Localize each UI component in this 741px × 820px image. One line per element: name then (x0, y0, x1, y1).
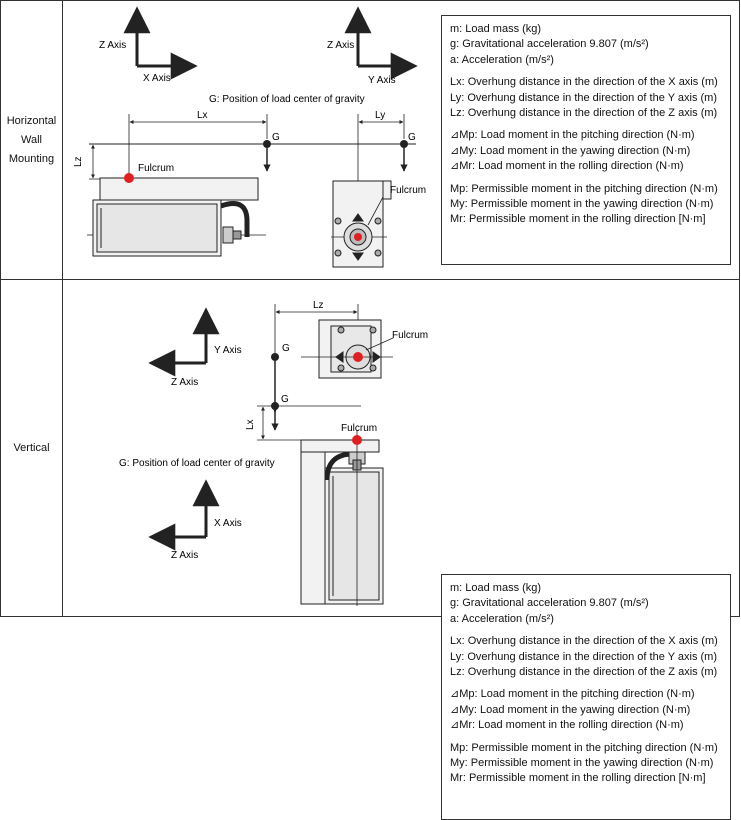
gravity-note: G: Position of load center of gravity (119, 458, 275, 469)
axis-triad-bottom: X Axis Z Axis (148, 479, 242, 561)
lz-dimension: Lz (73, 144, 129, 180)
legend-line: ⊿Mr: Load moment in the rolling directio… (450, 719, 684, 732)
row-vertical: Vertical Y Axis Z Axis (0, 279, 740, 820)
legend-line: Lz: Overhung distance in the direction o… (450, 666, 718, 679)
fulcrum-point (124, 173, 134, 183)
y-axis-label: Y Axis (368, 75, 396, 86)
legend-line: ⊿Mr: Load moment in the rolling directio… (450, 160, 684, 173)
ly-label: Ly (375, 110, 385, 121)
fulcrum-label: Fulcrum (392, 330, 428, 341)
z-axis-label: Z Axis (99, 40, 126, 51)
vertical-mounting-diagram: Y Axis Z Axis X Axis Z Axis G: Position … (119, 300, 428, 606)
z-axis-label: Z Axis (327, 40, 354, 51)
x-axis-label: X Axis (214, 518, 242, 529)
legend-line: g: Gravitational acceleration 9.807 (m/s… (450, 597, 649, 610)
y-axis-label: Y Axis (214, 345, 242, 356)
legend-line: Ly: Overhung distance in the direction o… (450, 91, 717, 104)
lx-label: Lx (245, 419, 256, 430)
load-center-g-y: G (400, 132, 416, 172)
legend-line: m: Load mass (kg) (450, 23, 542, 35)
lz-label: Lz (73, 156, 84, 167)
row-horizontal-wall-mounting: Horizontal Wall Mounting Z Axis X Axis (0, 0, 740, 280)
legend-line: Mp: Permissible moment in the pitching d… (450, 741, 718, 754)
horizontal-mounting-diagram: Z Axis X Axis Z Axis Y Axis G: Position … (73, 6, 426, 268)
axis-triad-right: Z Axis Y Axis (327, 6, 418, 86)
g-label: G (272, 132, 280, 143)
legend-line: ⊿My: Load moment in the yawing direction… (450, 144, 691, 157)
legend-line: Mr: Permissible moment in the rolling di… (450, 772, 706, 785)
legend-line: My: Permissible moment in the yawing dir… (450, 198, 714, 211)
row-label-line: Vertical (13, 441, 50, 454)
row-label-cell: Vertical (1, 280, 63, 616)
symbol-legend: m: Load mass (kg) g: Gravitational accel… (441, 15, 731, 265)
legend-line: Ly: Overhung distance in the direction o… (450, 650, 717, 663)
z-axis-label: Z Axis (171, 550, 198, 561)
row-label-line: Mounting (8, 152, 55, 165)
fulcrum-point (353, 352, 363, 362)
actuator-front-view (331, 180, 392, 268)
row-label-line: Horizontal (6, 114, 57, 127)
legend-line: Mp: Permissible moment in the pitching d… (450, 182, 718, 195)
legend-line: a: Acceleration (m/s²) (450, 612, 554, 625)
legend-line: Lx: Overhung distance in the direction o… (450, 76, 718, 89)
fulcrum-point (354, 233, 362, 241)
fulcrum-point (352, 435, 362, 445)
lz-label: Lz (313, 300, 324, 311)
actuator-top-view (301, 319, 394, 379)
legend-line: ⊿Mp: Load moment in the pitching directi… (450, 688, 695, 701)
symbol-legend: m: Load mass (kg) g: Gravitational accel… (441, 574, 731, 820)
actuator-vertical-side-view (300, 430, 384, 606)
load-center-g-x: G (271, 394, 289, 431)
axis-triad-top: Y Axis Z Axis (148, 307, 242, 388)
legend-line: m: Load mass (kg) (450, 582, 542, 594)
legend-line: a: Acceleration (m/s²) (450, 53, 554, 66)
fulcrum-label: Fulcrum (390, 185, 426, 196)
legend-line: Lz: Overhung distance in the direction o… (450, 107, 718, 120)
ly-dimension: Ly (357, 110, 405, 181)
axis-triad-left: Z Axis X Axis (99, 6, 198, 84)
row-label-line: Wall (21, 133, 42, 146)
load-center-g-x: G (263, 132, 280, 172)
gravity-note: G: Position of load center of gravity (209, 94, 365, 105)
legend-line: ⊿My: Load moment in the yawing direction… (450, 703, 691, 716)
legend-line: ⊿Mp: Load moment in the pitching directi… (450, 129, 695, 142)
g-label: G (281, 394, 289, 405)
g-label: G (408, 132, 416, 143)
g-label: G (282, 343, 290, 354)
legend-line: Lx: Overhung distance in the direction o… (450, 635, 718, 648)
z-axis-label: Z Axis (171, 377, 198, 388)
x-axis-label: X Axis (143, 73, 171, 84)
legend-line: g: Gravitational acceleration 9.807 (m/s… (450, 38, 649, 51)
row-label-cell: Horizontal Wall Mounting (1, 1, 63, 279)
lz-dimension: Lz (274, 300, 359, 357)
actuator-side-view (87, 177, 266, 257)
fulcrum-label: Fulcrum (341, 423, 377, 434)
legend-line: Mr: Permissible moment in the rolling di… (450, 213, 706, 226)
fulcrum-label: Fulcrum (138, 163, 174, 174)
lx-label: Lx (197, 110, 208, 121)
legend-line: My: Permissible moment in the yawing dir… (450, 757, 714, 770)
